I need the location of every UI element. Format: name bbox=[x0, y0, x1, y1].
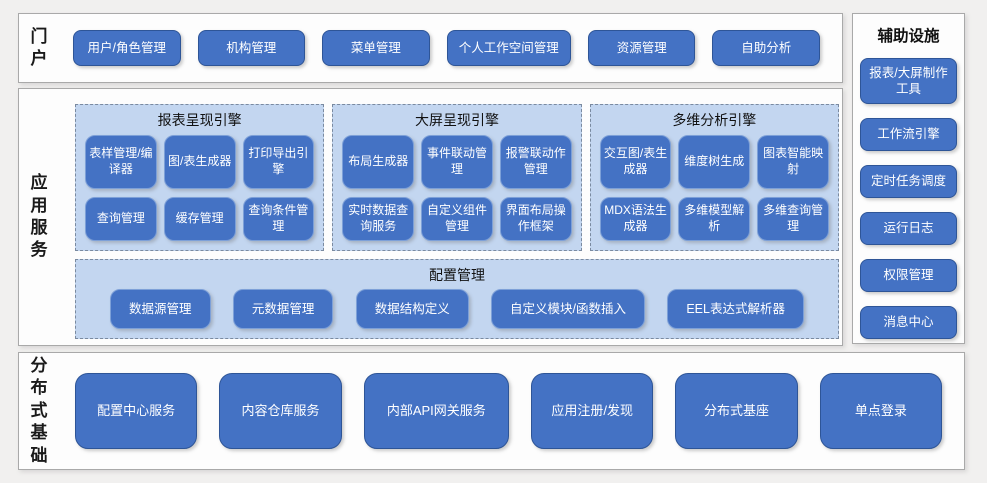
self-service-analysis-node: 自助分析 bbox=[712, 30, 821, 66]
permission-management-node: 权限管理 bbox=[860, 259, 957, 292]
mdx-syntax-generator-node: MDX语法生成器 bbox=[599, 197, 672, 241]
metadata-management-node: 元数据管理 bbox=[232, 289, 334, 329]
bigscreen-engine-title: 大屏呈现引擎 bbox=[414, 112, 499, 128]
report-bigscreen-authoring-tool-node: 报表/大屏制作工具 bbox=[860, 58, 957, 104]
app-services-label-wrap: 应用服务 bbox=[19, 89, 59, 345]
distributed-foundation-section: 分布式基础 配置中心服务 内容仓库服务 内部API网关服务 应用注册/发现 分布… bbox=[18, 352, 965, 470]
datasource-management-node: 数据源管理 bbox=[110, 289, 211, 329]
multidim-engine-grid: 交互图/表生成器 维度树生成 图表智能映射 MDX语法生成器 多维模型解析 多维… bbox=[591, 133, 838, 251]
eel-expression-parser-node: EEL表达式解析器 bbox=[667, 289, 804, 329]
distributed-base-node: 分布式基座 bbox=[675, 373, 798, 449]
app-services-section: 应用服务 报表呈现引擎 表样管理/编译器 图/表生成器 打印导出引擎 查询管理 … bbox=[18, 88, 843, 346]
multidim-query-management-node: 多维查询管理 bbox=[757, 197, 829, 241]
portal-label: 门户 bbox=[30, 26, 48, 68]
config-management-group: 配置管理 数据源管理 元数据管理 数据结构定义 自定义模块/函数插入 EEL表达… bbox=[75, 259, 839, 339]
app-services-content: 报表呈现引擎 表样管理/编译器 图/表生成器 打印导出引擎 查询管理 缓存管理 … bbox=[59, 89, 842, 345]
config-center-service-node: 配置中心服务 bbox=[75, 373, 198, 449]
app-services-label: 应用服务 bbox=[30, 173, 48, 260]
internal-api-gateway-service-node: 内部API网关服务 bbox=[363, 373, 509, 449]
resource-management-node: 资源管理 bbox=[587, 30, 696, 66]
config-management-row: 数据源管理 元数据管理 数据结构定义 自定义模块/函数插入 EEL表达式解析器 bbox=[76, 288, 838, 338]
message-center-node: 消息中心 bbox=[860, 306, 957, 339]
query-management-node: 查询管理 bbox=[85, 197, 157, 241]
report-engine-title: 报表呈现引擎 bbox=[157, 112, 242, 128]
report-engine-grid: 表样管理/编译器 图/表生成器 打印导出引擎 查询管理 缓存管理 查询条件管理 bbox=[76, 133, 323, 251]
interactive-chart-generator-node: 交互图/表生成器 bbox=[599, 135, 672, 189]
auxiliary-facilities-section: 辅助设施 报表/大屏制作工具 工作流引擎 定时任务调度 运行日志 权限管理 消息… bbox=[852, 13, 965, 344]
multidim-engine-title: 多维分析引擎 bbox=[672, 112, 757, 128]
chart-smart-mapping-node: 图表智能映射 bbox=[757, 135, 829, 189]
custom-component-management-node: 自定义组件管理 bbox=[421, 197, 493, 241]
auxiliary-column: 报表/大屏制作工具 工作流引擎 定时任务调度 运行日志 权限管理 消息中心 bbox=[860, 58, 957, 339]
auxiliary-facilities-title: 辅助设施 bbox=[877, 28, 940, 45]
custom-module-function-insert-node: 自定义模块/函数插入 bbox=[491, 289, 646, 329]
distributed-row: 配置中心服务 内容仓库服务 内部API网关服务 应用注册/发现 分布式基座 单点… bbox=[75, 353, 943, 469]
event-linkage-management-node: 事件联动管理 bbox=[421, 135, 493, 189]
bigscreen-engine-group: 大屏呈现引擎 布局生成器 事件联动管理 报警联动作管理 实时数据查询服务 自定义… bbox=[332, 104, 582, 251]
dimension-tree-generation-node: 维度树生成 bbox=[678, 135, 751, 189]
user-role-management-node: 用户/角色管理 bbox=[73, 30, 181, 66]
scheduled-task-scheduler-node: 定时任务调度 bbox=[860, 165, 957, 198]
workflow-engine-node: 工作流引擎 bbox=[860, 118, 957, 151]
distributed-foundation-label: 分布式基础 bbox=[30, 355, 48, 465]
app-registration-discovery-node: 应用注册/发现 bbox=[530, 373, 654, 449]
menu-management-node: 菜单管理 bbox=[322, 30, 430, 66]
alarm-linkage-action-management-node: 报警联动作管理 bbox=[499, 135, 572, 189]
engine-groups-row: 报表呈现引擎 表样管理/编译器 图/表生成器 打印导出引擎 查询管理 缓存管理 … bbox=[75, 104, 839, 251]
config-management-title: 配置管理 bbox=[429, 267, 485, 283]
query-condition-management-node: 查询条件管理 bbox=[242, 197, 315, 241]
bigscreen-engine-grid: 布局生成器 事件联动管理 报警联动作管理 实时数据查询服务 自定义组件管理 界面… bbox=[333, 133, 580, 251]
data-structure-definition-node: 数据结构定义 bbox=[355, 289, 469, 329]
cache-management-node: 缓存管理 bbox=[163, 197, 236, 241]
print-export-engine-node: 打印导出引擎 bbox=[242, 135, 315, 189]
run-log-node: 运行日志 bbox=[860, 212, 957, 245]
portal-label-wrap: 门户 bbox=[19, 14, 59, 82]
personal-workspace-management-node: 个人工作空间管理 bbox=[446, 30, 571, 66]
chart-table-generator-node: 图/表生成器 bbox=[163, 135, 236, 189]
report-engine-group: 报表呈现引擎 表样管理/编译器 图/表生成器 打印导出引擎 查询管理 缓存管理 … bbox=[75, 104, 325, 251]
report-template-compiler-node: 表样管理/编译器 bbox=[85, 135, 157, 189]
portal-section: 门户 用户/角色管理 机构管理 菜单管理 个人工作空间管理 资源管理 自助分析 bbox=[18, 13, 843, 83]
realtime-data-query-service-node: 实时数据查询服务 bbox=[342, 197, 415, 241]
multidim-model-parsing-node: 多维模型解析 bbox=[678, 197, 751, 241]
org-management-node: 机构管理 bbox=[197, 30, 306, 66]
distributed-label-wrap: 分布式基础 bbox=[19, 353, 59, 469]
portal-row: 用户/角色管理 机构管理 菜单管理 个人工作空间管理 资源管理 自助分析 bbox=[73, 14, 821, 82]
multidim-engine-group: 多维分析引擎 交互图/表生成器 维度树生成 图表智能映射 MDX语法生成器 多维… bbox=[589, 104, 839, 251]
single-sign-on-node: 单点登录 bbox=[819, 373, 943, 449]
content-repository-service-node: 内容仓库服务 bbox=[219, 373, 342, 449]
ui-layout-operation-framework-node: 界面布局操作框架 bbox=[499, 197, 572, 241]
layout-generator-node: 布局生成器 bbox=[342, 135, 415, 189]
